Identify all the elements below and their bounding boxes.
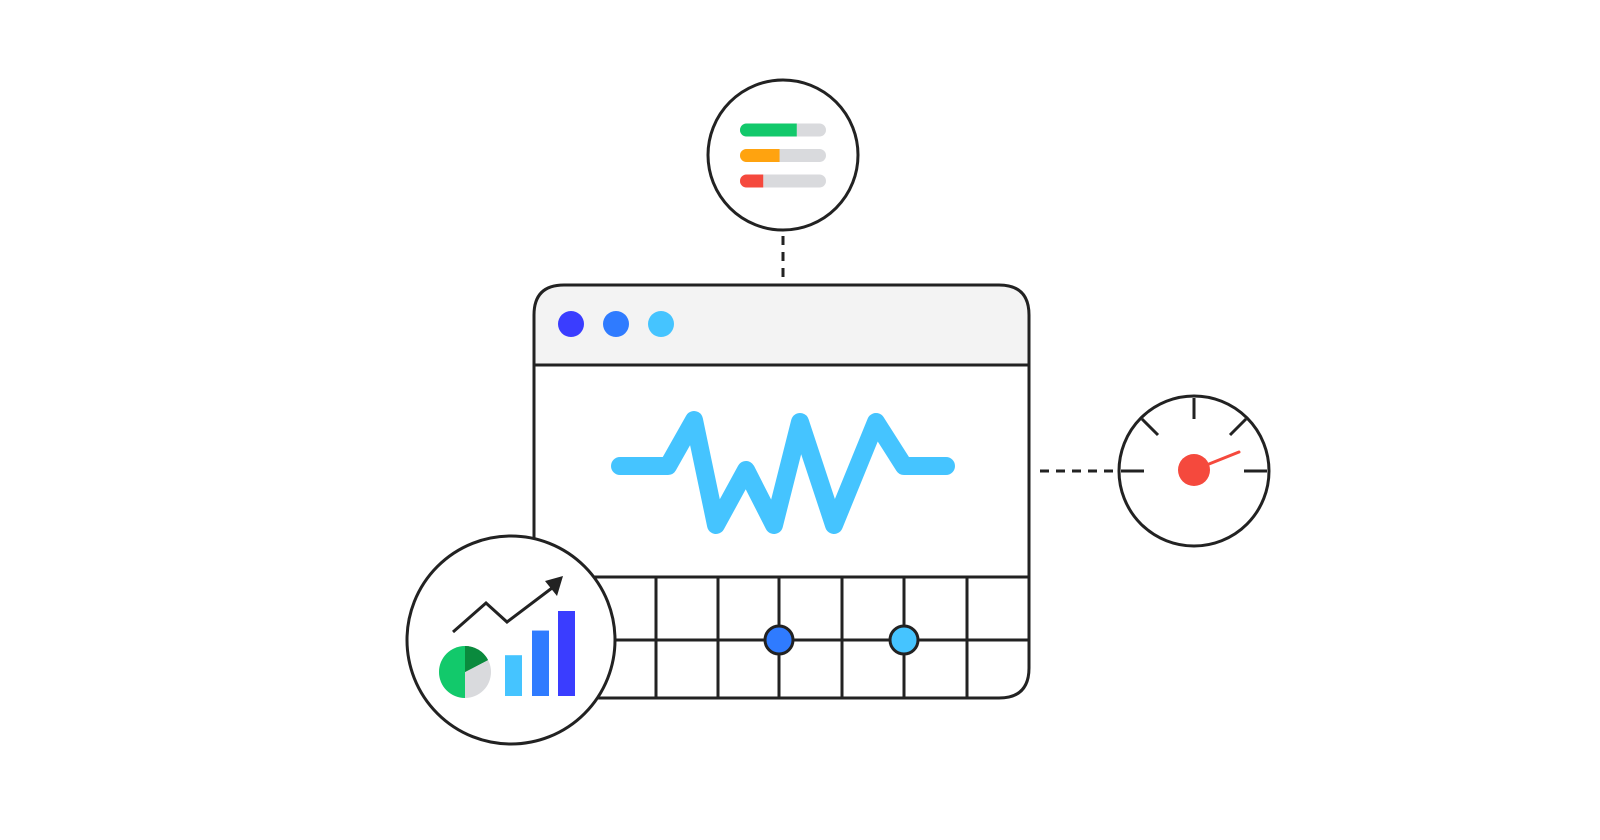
mini-bar-3 [558, 611, 575, 696]
status-bar-fill [740, 174, 764, 188]
status-bars-icon [706, 78, 860, 232]
timeline-node-1 [763, 624, 795, 656]
mini-bar-1 [505, 655, 522, 696]
window-dot-1 [558, 311, 584, 337]
gauge-hub [1178, 454, 1210, 486]
status-bar-fill [740, 149, 780, 162]
arrow-head [545, 576, 563, 596]
window-dot-2 [603, 311, 629, 337]
status-bar-3 [740, 174, 826, 188]
status-bar-2 [740, 149, 826, 162]
window-dot-3 [648, 311, 674, 337]
mini-bar-2 [532, 630, 549, 696]
window-header [532, 283, 1031, 367]
pie-icon [439, 646, 491, 698]
trend-arrow-icon [452, 586, 553, 634]
status-bar-1 [740, 123, 826, 137]
status-bar-fill [740, 123, 797, 137]
gauge-icon [1117, 394, 1271, 548]
analytics-chart-icon [405, 534, 617, 746]
waveform-icon [611, 411, 955, 534]
timeline-node-2 [888, 624, 920, 656]
